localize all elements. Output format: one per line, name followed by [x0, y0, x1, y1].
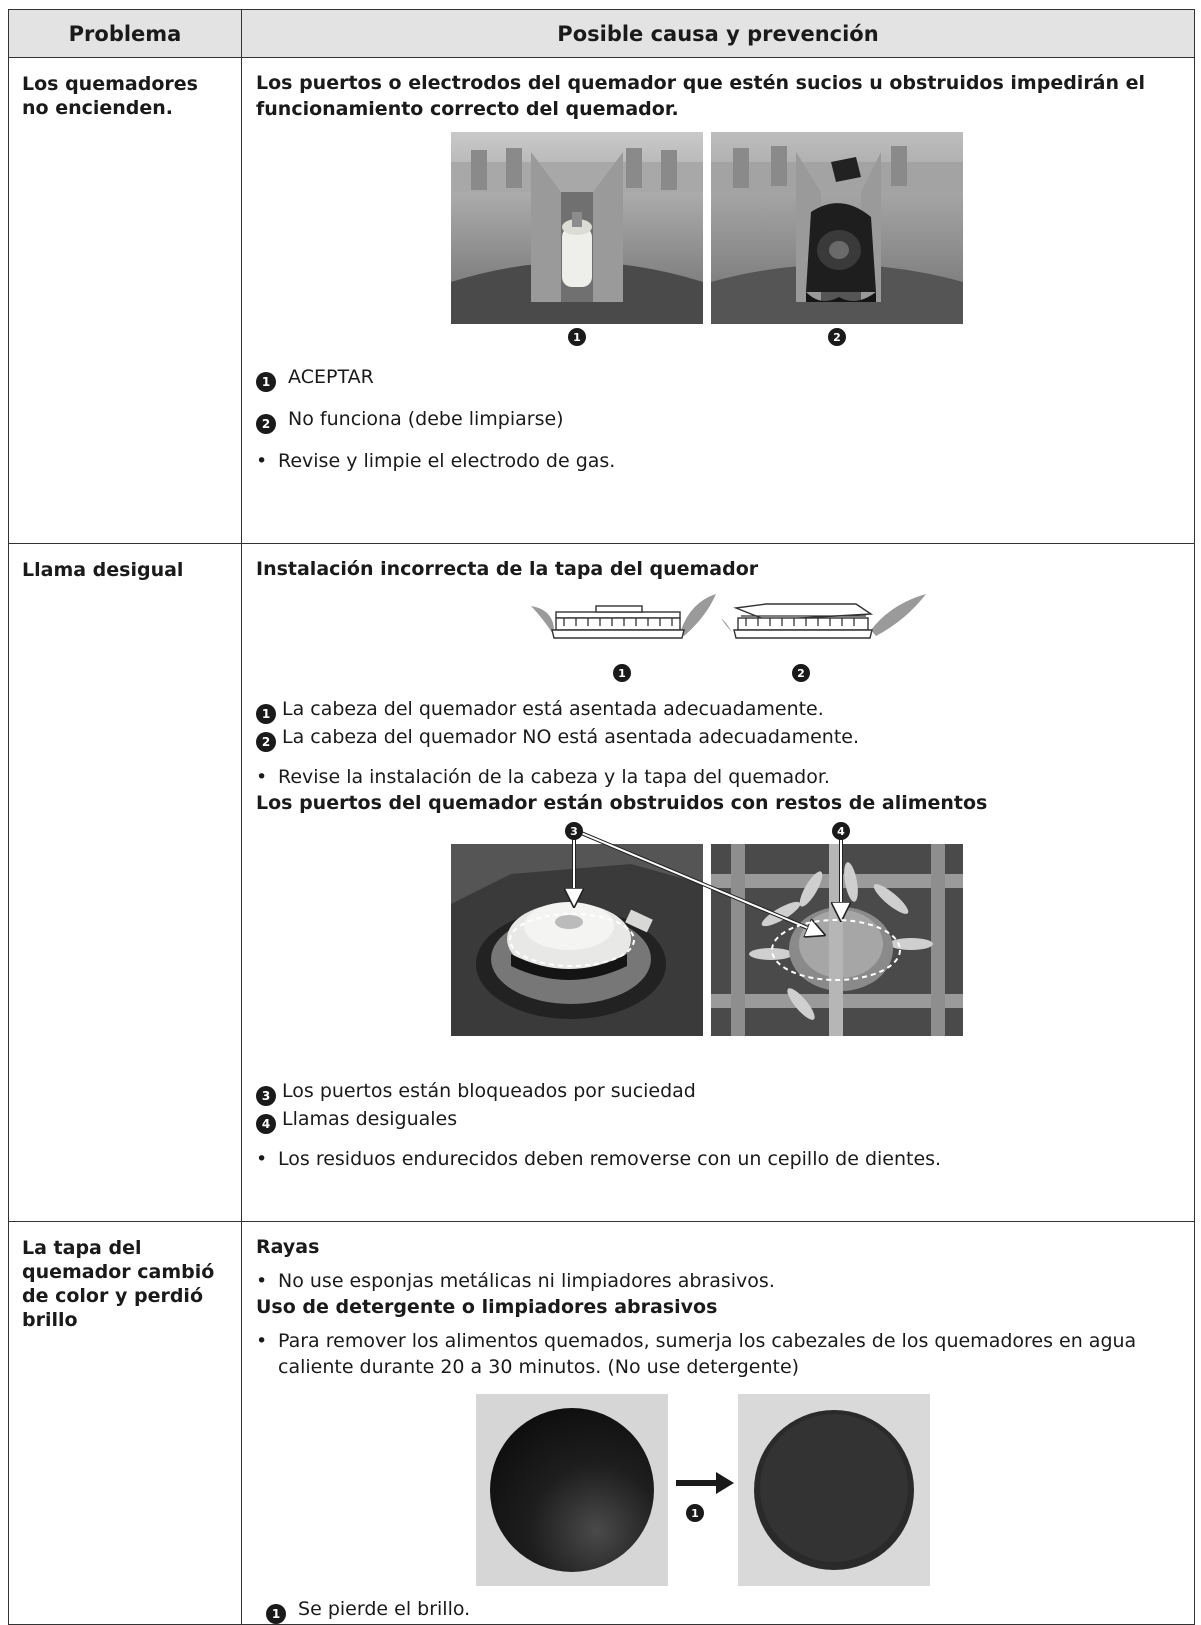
column-header-problem: Problema: [8, 9, 242, 58]
table-row: La tapa del quemador cambió de color y p…: [8, 1221, 1195, 1625]
callout-item: 1 La cabeza del quemador está asentada ad…: [256, 696, 1184, 724]
cause-heading: Los puertos o electrodos del quemador qu…: [256, 72, 1146, 120]
table-row: Los quemadores no encienden. Los puertos…: [8, 57, 1195, 544]
troubleshooting-table: Problema Posible causa y prevención Los …: [8, 9, 1195, 1625]
cause-cell: Los puertos o electrodos del quemador qu…: [241, 57, 1195, 544]
callout-text: La cabeza del quemador NO está asentada …: [282, 726, 859, 748]
table-header-row: Problema Posible causa y prevención: [8, 9, 1195, 58]
callout-text: La cabeza del quemador está asentada ade…: [282, 698, 824, 720]
callout-number: 1: [256, 372, 276, 392]
callout-item: 1 ACEPTAR: [256, 364, 1184, 392]
callout-item: 1 Se pierde el brillo.: [256, 1596, 1184, 1624]
cause-cell: Rayas • No use esponjas metálicas ni limp…: [241, 1221, 1195, 1625]
cause-cell: Instalación incorrecta de la tapa del qu…: [241, 543, 1195, 1222]
shiny-cap-photo: [476, 1394, 668, 1586]
callout-text: Se pierde el brillo.: [298, 1598, 471, 1620]
cap-shine-figure: 1: [256, 1394, 1184, 1586]
callout-list: 1 ACEPTAR 2 No funciona (debe limpiarse)…: [256, 364, 1184, 474]
bullet-text: No use esponjas metálicas ni limpiadores…: [278, 1270, 775, 1292]
callout-item: 2 No funciona (debe limpiarse): [256, 406, 1184, 434]
electrode-clean-photo: [451, 132, 703, 324]
electrode-dirty-photo: [711, 132, 963, 324]
callout-number: 2: [256, 732, 276, 752]
callout-marker: 1: [568, 328, 586, 346]
callout-marker: 2: [792, 664, 810, 682]
bullet-item: • Revise la instalación de la cabeza y la…: [256, 764, 1184, 790]
callout-number: 1: [256, 704, 276, 724]
dull-cap-photo: [738, 1394, 930, 1586]
callout-number: 1: [266, 1604, 286, 1624]
callout-text: Los puertos están bloqueados por sucieda…: [282, 1080, 696, 1102]
cause-heading: Rayas: [256, 1236, 320, 1258]
table-row: Llama desigual Instalación incorrecta de…: [8, 543, 1195, 1222]
callout-marker: 1: [686, 1504, 704, 1522]
bullet-marker: •: [256, 1148, 268, 1170]
callout-text: Llamas desiguales: [282, 1108, 458, 1130]
bullet-item: • Revise y limpie el electrodo de gas.: [256, 448, 1184, 474]
problem-cell: La tapa del quemador cambió de color y p…: [8, 1221, 242, 1625]
callout-marker: 2: [828, 328, 846, 346]
callout-marker: 1: [613, 664, 631, 682]
callout-number: 3: [256, 1086, 276, 1106]
cause-heading: Uso de detergente o limpiadores abrasivo…: [256, 1296, 718, 1318]
bullet-marker: •: [256, 766, 268, 788]
callout-item: 3 Los puertos están bloqueados por sucied…: [256, 1078, 1184, 1106]
cause-heading: Instalación incorrecta de la tapa del qu…: [256, 558, 759, 580]
callout-item: 2 La cabeza del quemador NO está asentada…: [256, 724, 1184, 752]
cause-heading: Los puertos del quemador están obstruido…: [256, 792, 988, 814]
bullet-marker: •: [256, 1330, 268, 1352]
burner-cap-drawing: [531, 594, 926, 639]
uneven-flames-photo: [711, 844, 963, 1036]
bullet-item: • Los residuos endurecidos deben removers…: [256, 1146, 1184, 1172]
bullet-item: • No use esponjas metálicas ni limpiadore…: [256, 1268, 1184, 1294]
bullet-marker: •: [256, 1270, 268, 1292]
bullet-text: Los residuos endurecidos deben removerse…: [278, 1148, 942, 1170]
callout-item: 4 Llamas desiguales: [256, 1106, 1184, 1134]
callout-marker: 4: [832, 822, 850, 840]
bullet-marker: •: [256, 450, 268, 472]
bullet-text: Revise y limpie el electrodo de gas.: [278, 450, 616, 472]
callout-text: No funciona (debe limpiarse): [288, 408, 564, 430]
callout-text: ACEPTAR: [288, 366, 374, 388]
clogged-ports-figure: 3 4: [256, 822, 1184, 1068]
problem-cell: Llama desigual: [8, 543, 242, 1222]
callout-marker: 3: [565, 822, 583, 840]
burner-cap-diagram: 1 2: [256, 588, 1184, 686]
callout-number: 2: [256, 414, 276, 434]
bullet-text: Para remover los alimentos quemados, sum…: [278, 1330, 1137, 1378]
bullet-item: • Para remover los alimentos quemados, su…: [256, 1328, 1184, 1380]
arrow-overlay: [509, 828, 901, 981]
arrow-icon: [676, 1472, 734, 1494]
bullet-text: Revise la instalación de la cabeza y la …: [278, 766, 830, 788]
electrode-figure: 1 2: [256, 128, 1184, 350]
problem-cell: Los quemadores no encienden.: [8, 57, 242, 544]
column-header-cause: Posible causa y prevención: [241, 9, 1195, 58]
callout-number: 4: [256, 1114, 276, 1134]
